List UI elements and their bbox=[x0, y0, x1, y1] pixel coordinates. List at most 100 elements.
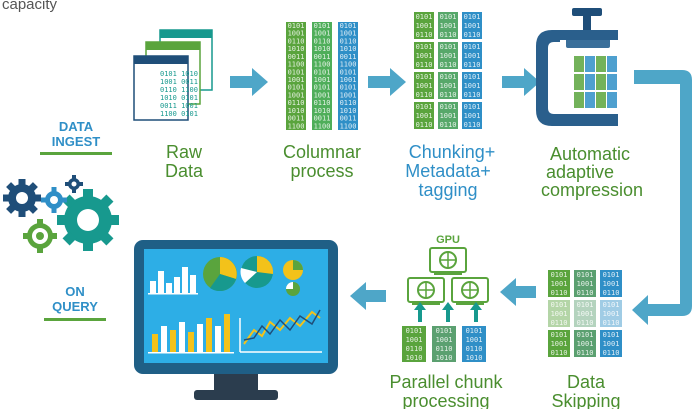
svg-text:1001: 1001 bbox=[314, 91, 331, 99]
svg-text:1100: 1100 bbox=[340, 122, 357, 130]
svg-text:1001: 1001 bbox=[288, 91, 305, 99]
bar-chart-1-icon bbox=[148, 267, 198, 295]
svg-text:0101: 0101 bbox=[416, 13, 433, 21]
svg-text:1001: 1001 bbox=[440, 112, 457, 120]
svg-text:0101: 0101 bbox=[436, 327, 453, 335]
svg-text:0101: 0101 bbox=[340, 22, 357, 30]
svg-text:0110: 0110 bbox=[440, 91, 457, 99]
svg-text:1100: 1100 bbox=[340, 61, 357, 69]
svg-text:0011: 0011 bbox=[340, 53, 357, 61]
chunking-line2: Metadata+ bbox=[405, 161, 491, 181]
raw-data-label: Raw Data bbox=[165, 142, 204, 181]
svg-text:0101: 0101 bbox=[440, 103, 457, 111]
parallel-line1: Parallel chunk bbox=[389, 372, 503, 392]
svg-text:1001: 1001 bbox=[314, 30, 331, 38]
gear-small-icon bbox=[41, 187, 67, 213]
svg-text:1001: 1001 bbox=[577, 310, 594, 318]
parallel-line2: processing bbox=[402, 391, 489, 409]
svg-text:0011 1001: 0011 1001 bbox=[160, 102, 198, 110]
arrow-2-icon bbox=[368, 68, 406, 96]
columnar-columns-icon: 0101100101101010001111000101100101011001… bbox=[286, 22, 358, 130]
svg-text:0110: 0110 bbox=[577, 289, 594, 297]
svg-text:1001: 1001 bbox=[440, 82, 457, 90]
svg-text:1010: 1010 bbox=[314, 45, 331, 53]
compression-line2: adaptive bbox=[546, 162, 614, 182]
svg-text:1001: 1001 bbox=[416, 22, 433, 30]
svg-text:0011: 0011 bbox=[288, 115, 305, 123]
svg-text:0101: 0101 bbox=[464, 43, 481, 51]
svg-text:0101: 0101 bbox=[551, 271, 568, 279]
svg-text:0101: 0101 bbox=[314, 84, 331, 92]
bracket-arrow-icon bbox=[632, 70, 692, 325]
on-query-label: ON QUERY bbox=[44, 284, 106, 321]
svg-text:0101: 0101 bbox=[603, 271, 620, 279]
column-mid: 0101100101101010001111000101100101011001… bbox=[312, 22, 332, 130]
svg-text:0101: 0101 bbox=[314, 68, 331, 76]
on-query-line2: QUERY bbox=[52, 299, 98, 314]
svg-text:1001 0011: 1001 0011 bbox=[160, 78, 198, 86]
data-ingest-underline bbox=[40, 152, 112, 155]
svg-text:0101: 0101 bbox=[577, 271, 594, 279]
arrow-5-icon bbox=[350, 282, 386, 310]
svg-text:1001: 1001 bbox=[340, 91, 357, 99]
svg-text:1001: 1001 bbox=[551, 310, 568, 318]
gear-tiny-icon bbox=[65, 175, 83, 193]
svg-text:1010: 1010 bbox=[406, 354, 423, 362]
svg-text:0101: 0101 bbox=[464, 73, 481, 81]
svg-text:0110: 0110 bbox=[340, 99, 357, 107]
svg-text:1001: 1001 bbox=[436, 336, 453, 344]
data-skipping-columns-icon: 0101100101100101100101100101100101100101… bbox=[548, 270, 622, 357]
gear-medium-icon bbox=[3, 179, 41, 217]
on-query-underline bbox=[44, 318, 106, 321]
data-skipping-line2: Skipping bbox=[551, 391, 620, 409]
svg-text:1001: 1001 bbox=[551, 340, 568, 348]
svg-text:0011: 0011 bbox=[314, 53, 331, 61]
svg-text:1001: 1001 bbox=[603, 280, 620, 288]
svg-text:0101: 0101 bbox=[288, 68, 305, 76]
chunking-line1: Chunking+ bbox=[409, 142, 496, 162]
svg-text:0011: 0011 bbox=[314, 115, 331, 123]
data-skipping-label: Data Skipping bbox=[551, 372, 620, 409]
data-skipping-line1: Data bbox=[567, 372, 606, 392]
svg-text:1100 0101: 1100 0101 bbox=[160, 110, 198, 118]
svg-text:1001: 1001 bbox=[603, 310, 620, 318]
svg-text:1001: 1001 bbox=[288, 30, 305, 38]
svg-text:0110: 0110 bbox=[288, 37, 305, 45]
svg-text:0110: 0110 bbox=[551, 349, 568, 357]
svg-text:0110: 0110 bbox=[603, 319, 620, 327]
svg-text:1001: 1001 bbox=[603, 340, 620, 348]
svg-text:0101: 0101 bbox=[551, 301, 568, 309]
gear-outline-icon bbox=[23, 219, 57, 253]
svg-text:0101: 0101 bbox=[340, 68, 357, 76]
svg-text:0110: 0110 bbox=[416, 61, 433, 69]
svg-text:0101: 0101 bbox=[577, 301, 594, 309]
svg-text:0110: 0110 bbox=[577, 319, 594, 327]
svg-text:0110: 0110 bbox=[464, 31, 481, 39]
svg-text:0101: 0101 bbox=[440, 73, 457, 81]
chunking-label: Chunking+ Metadata+ tagging bbox=[405, 142, 495, 200]
svg-text:0110: 0110 bbox=[406, 345, 423, 353]
svg-text:0110: 0110 bbox=[416, 91, 433, 99]
svg-text:1100: 1100 bbox=[314, 61, 331, 69]
arrow-3-icon bbox=[502, 68, 540, 96]
svg-text:0101: 0101 bbox=[416, 103, 433, 111]
svg-text:1001: 1001 bbox=[340, 76, 357, 84]
svg-text:1010: 1010 bbox=[288, 45, 305, 53]
columnar-line1: Columnar bbox=[283, 142, 361, 162]
svg-text:1010 0101: 1010 0101 bbox=[160, 94, 198, 102]
pie-chart-1-icon bbox=[203, 257, 237, 292]
compression-label: Automatic adaptive compression bbox=[541, 144, 643, 200]
